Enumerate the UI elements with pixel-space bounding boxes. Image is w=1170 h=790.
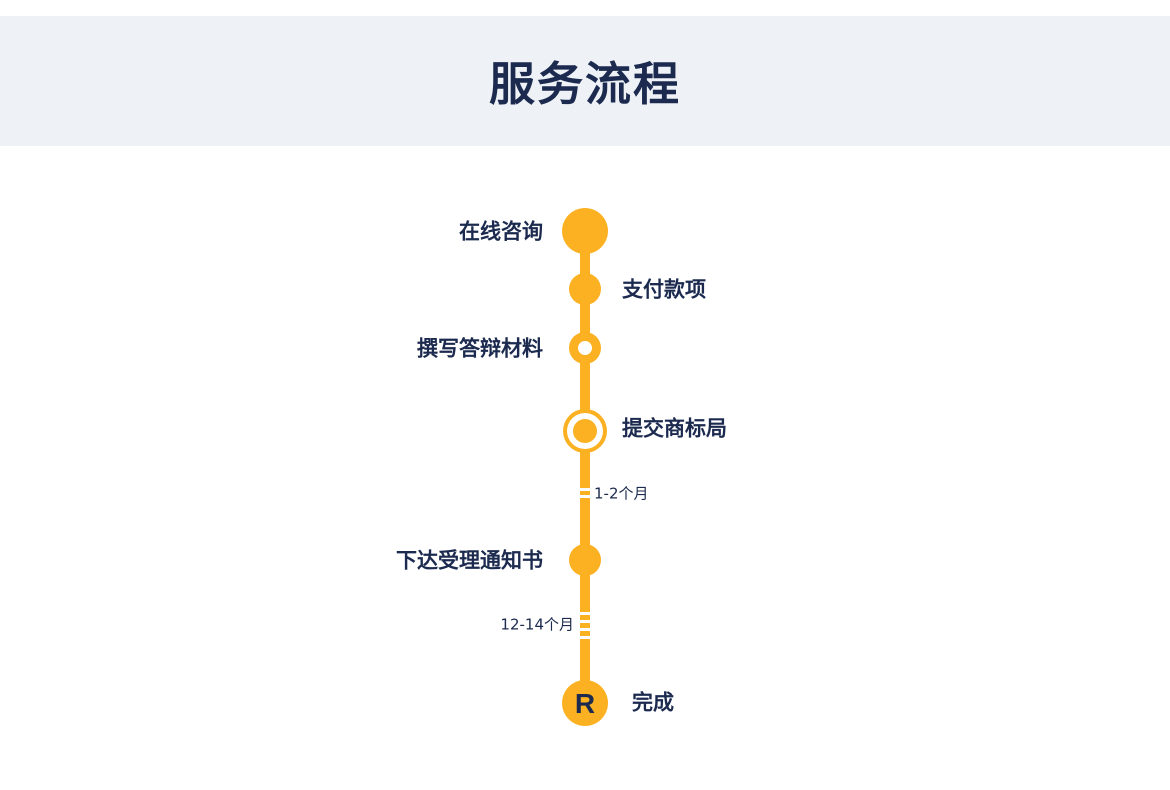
timeline-line xyxy=(580,230,590,703)
page-title: 服务流程 xyxy=(489,57,681,111)
step-label-notice: 下达受理通知书 xyxy=(396,548,543,573)
duration-label-2: 12-14个月 xyxy=(500,615,574,634)
step-marker-consult-icon xyxy=(562,208,608,254)
step-label-submit: 提交商标局 xyxy=(622,416,727,441)
registered-r-icon: R xyxy=(575,688,595,719)
step-marker-submit-icon xyxy=(563,409,607,453)
header-banner: 服务流程 xyxy=(0,16,1170,146)
step-marker-notice-icon xyxy=(569,544,601,576)
duration-dash-1 xyxy=(578,488,592,498)
step-marker-drafting-icon xyxy=(569,332,601,364)
step-label-consult: 在线咨询 xyxy=(459,219,543,244)
step-label-complete: 完成 xyxy=(632,690,674,715)
step-marker-complete-icon: R xyxy=(562,680,608,726)
step-label-payment: 支付款项 xyxy=(622,277,706,302)
duration-label-1: 1-2个月 xyxy=(594,484,649,503)
duration-dash-2 xyxy=(578,612,592,639)
step-label-drafting: 撰写答辩材料 xyxy=(417,336,543,361)
step-marker-payment-icon xyxy=(569,273,601,305)
